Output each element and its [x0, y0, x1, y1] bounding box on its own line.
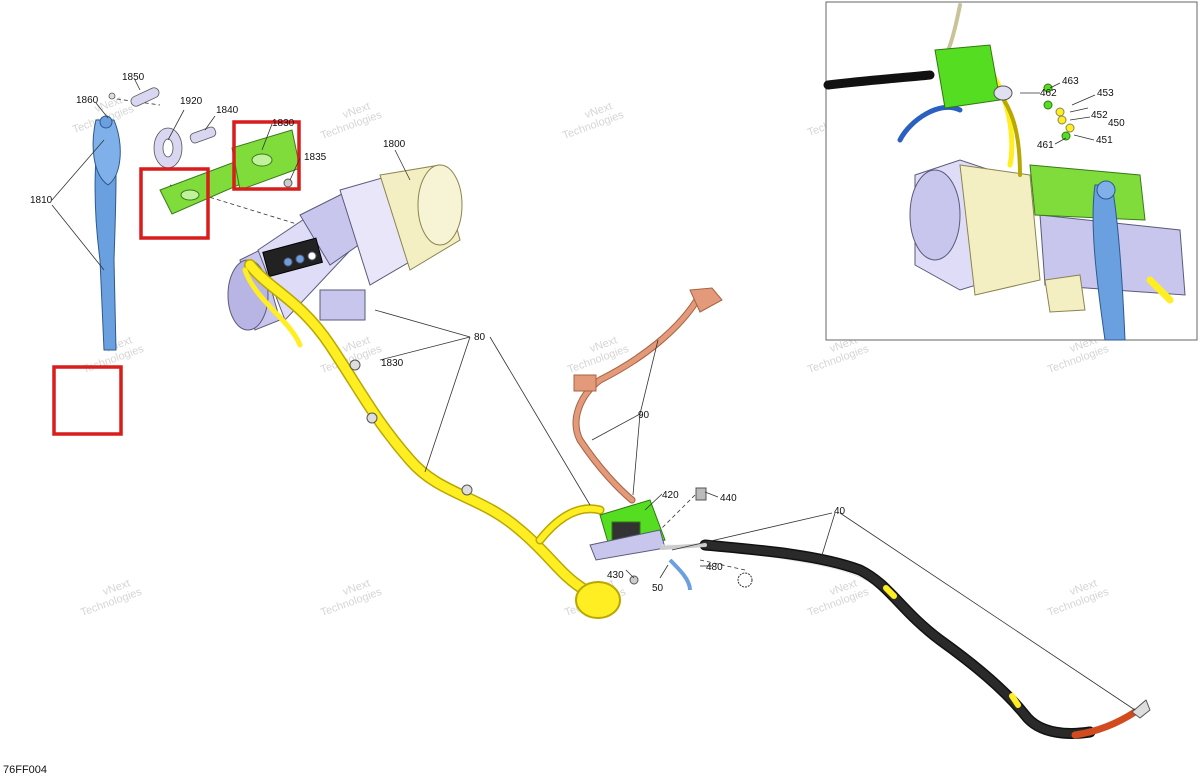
callout-451: 451 — [1096, 135, 1113, 146]
callout-463: 463 — [1062, 76, 1079, 87]
diagram-id: 76FF004 — [3, 764, 48, 776]
callout-1840: 1840 — [216, 105, 239, 116]
highlight-boxes — [52, 120, 301, 436]
callout-labels: 1850 1860 1920 1840 1830 1835 1800 1810 … — [30, 72, 1125, 594]
highlight-box-strap-end — [52, 365, 123, 436]
fairlead-plates — [159, 129, 301, 215]
callout-1810: 1810 — [30, 195, 53, 206]
callout-90: 90 — [638, 410, 650, 421]
callout-1830-lower: 1830 — [381, 358, 404, 369]
battery-cable — [660, 539, 1151, 739]
relay-block — [589, 487, 753, 591]
callout-1800: 1800 — [383, 139, 406, 150]
callout-462: 462 — [1040, 88, 1057, 99]
callout-1920: 1920 — [180, 96, 203, 107]
callout-480: 480 — [706, 562, 723, 573]
callout-1830: 1830 — [272, 118, 295, 129]
callout-80: 80 — [474, 332, 486, 343]
inset-leader-lines — [1020, 82, 1096, 145]
highlight-box-fairlead-upper — [232, 120, 301, 191]
callout-430: 430 — [607, 570, 624, 581]
callout-440: 440 — [720, 493, 737, 504]
leader-lines — [51, 79, 1136, 711]
callout-1835: 1835 — [304, 152, 327, 163]
callout-50: 50 — [652, 583, 664, 594]
callout-450: 450 — [1108, 118, 1125, 129]
winch-strap — [92, 115, 121, 351]
highlight-box-fairlead-plate — [139, 167, 210, 240]
copper-cable — [572, 287, 723, 504]
inset-winch — [909, 159, 1186, 341]
callout-420: 420 — [662, 490, 679, 501]
callout-1850: 1850 — [122, 72, 145, 83]
callout-1860: 1860 — [76, 95, 99, 106]
yellow-harness — [242, 259, 621, 619]
callout-40: 40 — [834, 506, 846, 517]
inset-relay — [934, 44, 1075, 141]
inset-detail — [823, 1, 1198, 341]
callout-461: 461 — [1037, 140, 1054, 151]
hook-pin-hardware — [108, 87, 217, 169]
callout-453: 453 — [1097, 88, 1114, 99]
callout-452: 452 — [1091, 110, 1108, 121]
